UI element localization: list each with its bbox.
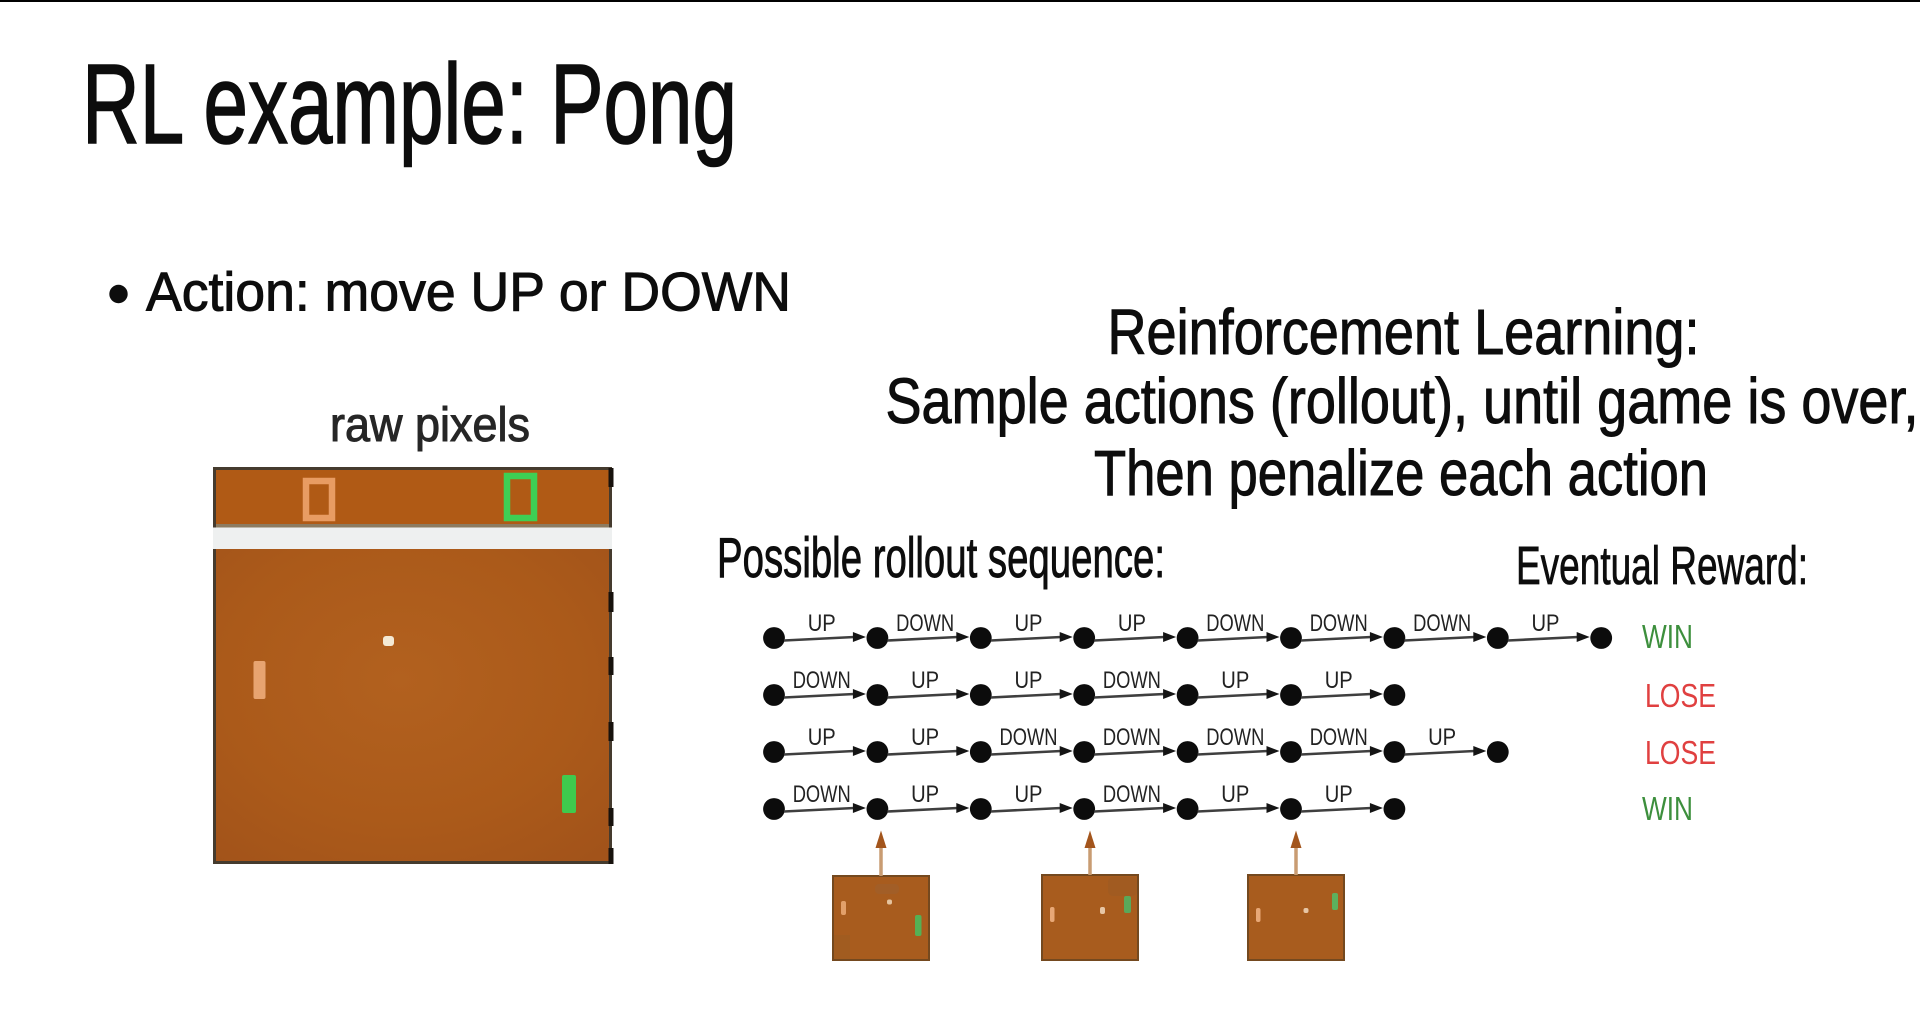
svg-text:Sample actions (rollout), unti: Sample actions (rollout), until game is … (886, 365, 1919, 437)
svg-text:UP: UP (1325, 667, 1353, 694)
svg-text:WIN: WIN (1642, 618, 1693, 655)
svg-text:UP: UP (1118, 610, 1146, 637)
svg-text:Then penalize each action: Then penalize each action (1094, 437, 1708, 509)
svg-text:DOWN: DOWN (1103, 724, 1161, 751)
svg-text:Possible rollout sequence:: Possible rollout sequence: (717, 526, 1165, 590)
svg-text:UP: UP (1325, 781, 1353, 808)
svg-text:UP: UP (1221, 667, 1249, 694)
svg-text:DOWN: DOWN (1413, 610, 1471, 637)
svg-text:UP: UP (911, 781, 939, 808)
svg-text:UP: UP (1428, 724, 1456, 751)
svg-text:UP: UP (1015, 610, 1043, 637)
svg-text:Reinforcement Learning:: Reinforcement Learning: (1108, 296, 1700, 368)
svg-text:UP: UP (1015, 781, 1043, 808)
svg-text:RL example: Pong: RL example: Pong (82, 41, 737, 167)
svg-text:DOWN: DOWN (1206, 724, 1264, 751)
svg-text:DOWN: DOWN (793, 781, 851, 808)
svg-text:DOWN: DOWN (793, 667, 851, 694)
svg-text:DOWN: DOWN (1000, 724, 1058, 751)
svg-text:DOWN: DOWN (1206, 610, 1264, 637)
svg-text:UP: UP (808, 610, 836, 637)
svg-text:DOWN: DOWN (1103, 667, 1161, 694)
svg-text:DOWN: DOWN (1310, 724, 1368, 751)
svg-text:UP: UP (808, 724, 836, 751)
svg-text:UP: UP (1532, 610, 1560, 637)
svg-text:LOSE: LOSE (1645, 677, 1716, 714)
svg-text:LOSE: LOSE (1645, 734, 1716, 771)
svg-text:raw pixels: raw pixels (330, 399, 530, 452)
svg-text:DOWN: DOWN (896, 610, 954, 637)
svg-text:WIN: WIN (1642, 790, 1693, 827)
svg-text:Action: move UP or DOWN: Action: move UP or DOWN (146, 261, 791, 323)
svg-text:DOWN: DOWN (1310, 610, 1368, 637)
svg-text:UP: UP (911, 724, 939, 751)
svg-text:Eventual Reward:: Eventual Reward: (1516, 536, 1808, 596)
svg-text:DOWN: DOWN (1103, 781, 1161, 808)
svg-text:UP: UP (1221, 781, 1249, 808)
svg-text:UP: UP (1015, 667, 1043, 694)
svg-text:UP: UP (911, 667, 939, 694)
